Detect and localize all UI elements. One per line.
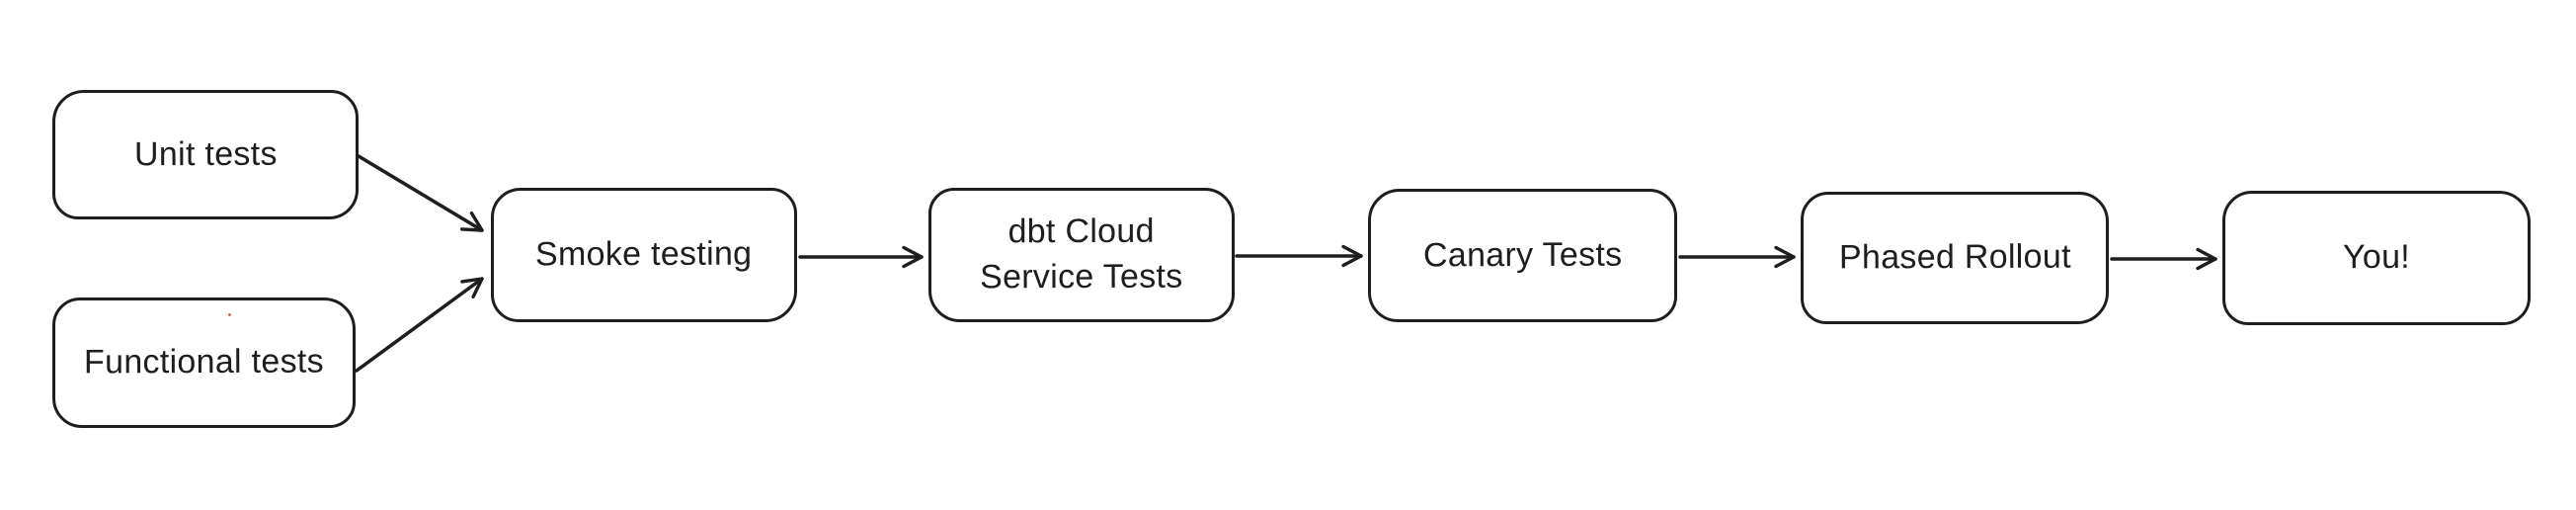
node-you-label: You!	[2342, 237, 2411, 277]
arrow-unit-tests-to-smoke-testing	[357, 154, 484, 232]
node-dbt-cloud-service-tests: dbt Cloud Service Tests	[928, 188, 1235, 322]
node-functional-tests-label: Functional tests	[83, 342, 325, 382]
node-dbt-cloud-service-tests-label: dbt Cloud Service Tests	[980, 212, 1183, 297]
stray-red-dot-artifact	[228, 313, 231, 316]
node-unit-tests-label: Unit tests	[133, 134, 278, 173]
node-functional-tests: Functional tests	[52, 298, 356, 428]
node-phased-rollout-label: Phased Rollout	[1838, 237, 2071, 277]
node-canary-tests-label: Canary Tests	[1422, 235, 1623, 274]
node-you: You!	[2222, 191, 2531, 325]
arrow-functional-tests-to-smoke-testing	[355, 277, 484, 373]
node-smoke-testing-label: Smoke testing	[535, 234, 753, 274]
node-smoke-testing: Smoke testing	[491, 188, 797, 322]
node-phased-rollout: Phased Rollout	[1801, 192, 2109, 324]
node-unit-tests: Unit tests	[52, 90, 359, 219]
node-canary-tests: Canary Tests	[1368, 189, 1677, 322]
